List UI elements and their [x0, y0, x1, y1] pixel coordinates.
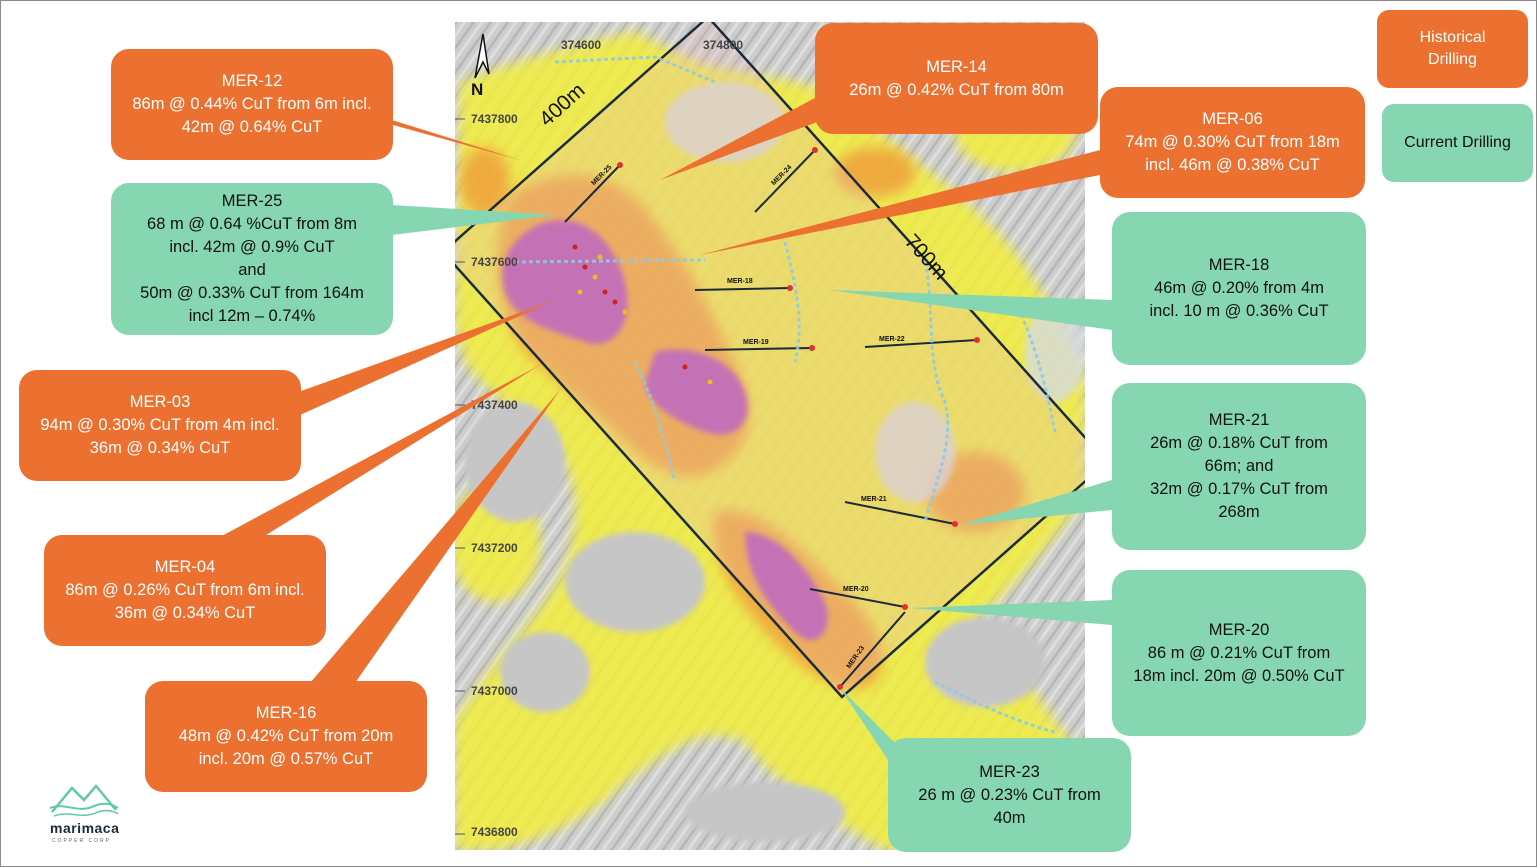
callout-line: incl. 20m @ 0.57% CuT [198, 750, 374, 768]
callout-mer-14: MER-14 26m @ 0.42% CuT from 80m [815, 23, 1098, 134]
callout-line: 268m [1218, 503, 1260, 521]
callout-line: 26m @ 0.18% CuT from [1150, 434, 1328, 452]
geochemistry-map: N 374600 374800 7437800 7437600 7437400 … [455, 22, 1085, 850]
callout-mer-04: MER-04 86m @ 0.26% CuT from 6m incl. 36m… [44, 535, 326, 646]
callout-mer-03: MER-03 94m @ 0.30% CuT from 4m incl. 36m… [19, 370, 301, 481]
drillhole-traces [514, 55, 1057, 734]
northing-label-7437200: 7437200 [471, 541, 518, 555]
callout-mer-12: MER-12 86m @ 0.44% CuT from 6m incl. 42m… [111, 49, 393, 160]
drillhole-label-mer-21: MER-21 [861, 496, 887, 503]
drillhole-mer-20 [809, 588, 906, 608]
callout-line: incl. 10 m @ 0.36% CuT [1149, 302, 1329, 320]
drillhole-label-mer-22: MER-22 [879, 336, 905, 343]
callout-line: incl. 46m @ 0.38% CuT [1145, 156, 1320, 174]
callout-title: MER-04 [154, 558, 216, 576]
callout-mer-18: MER-18 46m @ 0.20% from 4m incl. 10 m @ … [1112, 212, 1366, 365]
callout-title: MER-18 [1208, 256, 1270, 274]
callout-line: 86 m @ 0.21% CuT from [1147, 643, 1331, 662]
callout-line: 68 m @ 0.64 %CuT from 8m [147, 215, 357, 233]
callout-line: 94m @ 0.30% CuT from 4m incl. [40, 416, 280, 434]
callout-title: MER-21 [1208, 411, 1270, 429]
callout-mer-21: MER-21 26m @ 0.18% CuT from 66m; and 32m… [1112, 383, 1366, 550]
legend-historical-line2: Drilling [1428, 51, 1477, 68]
legend-historical-line1: Historical [1419, 29, 1486, 46]
callout-line: incl. 42m @ 0.9% CuT [169, 238, 335, 256]
callout-title: MER-25 [221, 192, 283, 210]
drillhole-label-mer-20: MER-20 [843, 586, 869, 593]
callout-title: MER-20 [1208, 620, 1270, 639]
callout-line: 66m; and [1204, 457, 1274, 475]
callout-title: MER-06 [1202, 110, 1263, 128]
drill-block-outline [455, 22, 1085, 699]
logo-subtitle: COPPER CORP [52, 838, 111, 844]
callout-line: 50m @ 0.33% CuT from 164m [140, 284, 364, 302]
logo-name: marimaca [50, 820, 120, 836]
callout-line: 32m @ 0.17% CuT from [1150, 480, 1328, 498]
callout-line: 48m @ 0.42% CuT from 20m [178, 727, 394, 745]
callout-mer-25: MER-25 68 m @ 0.64 %CuT from 8m incl. 42… [111, 183, 393, 335]
callout-title: MER-16 [255, 704, 317, 722]
copper-anomaly-purple [502, 220, 828, 641]
callout-line: incl 12m – 0.74% [188, 307, 316, 325]
company-logo: marimaca COPPER CORP [48, 778, 128, 848]
northing-label-7437600: 7437600 [471, 255, 518, 269]
drillhole-mer-18 [694, 287, 791, 291]
callout-line: 36m @ 0.34% CuT [89, 439, 231, 457]
callout-title: MER-12 [221, 72, 283, 90]
northing-label-7437400: 7437400 [471, 398, 518, 412]
legend-current-label: Current Drilling [1404, 134, 1511, 151]
drillhole-mer-23 [839, 611, 906, 688]
northing-label-7437800: 7437800 [471, 112, 518, 126]
drillhole-mer-25 [564, 164, 621, 223]
callout-line: 40m [993, 808, 1026, 827]
callout-line: 26 m @ 0.23% CuT from [918, 785, 1101, 804]
callout-line: 86m @ 0.26% CuT from 6m incl. [65, 581, 305, 599]
drillhole-label-mer-19: MER-19 [743, 339, 769, 346]
legend-current-drilling: Current Drilling [1382, 104, 1533, 182]
callout-title: MER-14 [926, 57, 987, 76]
callout-line: 36m @ 0.34% CuT [114, 604, 256, 622]
callout-line: 26m @ 0.42% CuT from 80m [849, 80, 1064, 99]
callout-title: MER-03 [129, 393, 191, 411]
drillhole-mer-21 [844, 501, 956, 525]
northing-label-7436800: 7436800 [471, 825, 518, 839]
callout-line: and [238, 261, 266, 279]
callout-title: MER-23 [979, 762, 1040, 781]
easting-label-374600: 374600 [561, 38, 602, 52]
drillhole-mer-22 [864, 339, 978, 348]
drillhole-mer-19 [704, 347, 813, 351]
mountain-wave-icon [49, 784, 119, 817]
callout-mer-20: MER-20 86 m @ 0.21% CuT from 18m incl. 2… [1112, 570, 1366, 736]
north-label: N [471, 80, 484, 99]
callout-line: 42m @ 0.64% CuT [181, 118, 323, 136]
easting-label-374800: 374800 [703, 38, 744, 52]
callout-line: 46m @ 0.20% from 4m [1154, 279, 1324, 297]
north-arrow [474, 33, 490, 79]
map-canvas [455, 22, 1085, 850]
callout-line: 86m @ 0.44% CuT from 6m incl. [132, 95, 372, 113]
callout-line: 18m incl. 20m @ 0.50% CuT [1133, 666, 1345, 685]
callout-line: 74m @ 0.30% CuT from 18m [1125, 133, 1340, 151]
northing-label-7437000: 7437000 [471, 684, 518, 698]
callout-mer-23: MER-23 26 m @ 0.23% CuT from 40m [888, 738, 1131, 852]
callout-mer-16: MER-16 48m @ 0.42% CuT from 20m incl. 20… [145, 681, 427, 792]
sample-dots [572, 244, 713, 385]
drillhole-label-mer-18: MER-18 [727, 278, 753, 285]
callout-mer-06: MER-06 74m @ 0.30% CuT from 18m incl. 46… [1100, 87, 1365, 198]
legend-historical-drilling: Historical Drilling [1377, 10, 1528, 88]
